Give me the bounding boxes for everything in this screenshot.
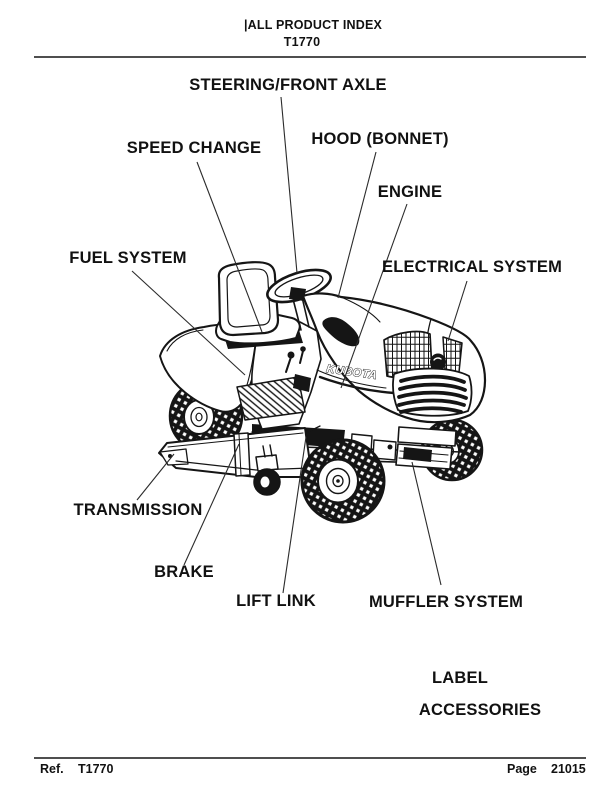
callout-fuel-system: FUEL SYSTEM bbox=[69, 249, 187, 267]
front-wheel bbox=[300, 438, 386, 524]
callout-label: LABEL bbox=[432, 669, 488, 687]
footer-ref-label: Ref. bbox=[40, 762, 64, 776]
seat bbox=[215, 261, 303, 349]
leader-muffler-system bbox=[411, 461, 442, 586]
callout-electrical-system: ELECTRICAL SYSTEM bbox=[381, 258, 563, 276]
leader-fuel-system bbox=[131, 270, 246, 376]
callout-accessories: ACCESSORIES bbox=[418, 701, 542, 719]
side-vent bbox=[322, 317, 360, 347]
callout-lift-link: LIFT LINK bbox=[236, 592, 316, 610]
callout-hood-bonnet: HOOD (BONNET) bbox=[311, 130, 449, 148]
headlight-right bbox=[442, 336, 463, 373]
leader-electrical-system bbox=[447, 280, 468, 342]
page-title: |ALL PRODUCT INDEX bbox=[243, 18, 383, 32]
tractor-illustration: KUBOTA bbox=[158, 261, 487, 524]
footer-ref-value: T1770 bbox=[78, 762, 114, 776]
footer-rule bbox=[34, 757, 586, 759]
leader-lift-link bbox=[282, 436, 307, 594]
callout-speed-change: SPEED CHANGE bbox=[126, 139, 262, 157]
leader-transmission bbox=[136, 453, 175, 501]
steering-wheel bbox=[266, 268, 332, 331]
footer-page-value: 21015 bbox=[551, 762, 586, 776]
callout-engine: ENGINE bbox=[377, 183, 443, 201]
grille-louvers bbox=[397, 374, 468, 414]
front-bumper bbox=[397, 426, 457, 447]
callout-brake: BRAKE bbox=[154, 563, 214, 581]
kubota-badge bbox=[430, 353, 446, 371]
leader-lines bbox=[131, 96, 468, 594]
hood: KUBOTA bbox=[301, 292, 487, 424]
leader-speed-change bbox=[196, 161, 263, 333]
leader-hood-bonnet bbox=[337, 151, 377, 299]
caster-wheel bbox=[253, 444, 281, 496]
control-levers bbox=[285, 346, 311, 392]
callout-steering-front-axle: STEERING/FRONT AXLE bbox=[189, 76, 387, 94]
leader-steering-front-axle bbox=[280, 96, 298, 274]
leader-brake bbox=[183, 443, 240, 566]
callout-transmission: TRANSMISSION bbox=[73, 501, 203, 519]
header-rule bbox=[34, 56, 586, 58]
callout-muffler-system: MUFFLER SYSTEM bbox=[368, 593, 524, 611]
model-number: T1770 bbox=[283, 35, 321, 49]
footer-page-label: Page bbox=[507, 762, 537, 776]
leader-engine bbox=[340, 203, 408, 389]
footrest bbox=[236, 376, 306, 421]
